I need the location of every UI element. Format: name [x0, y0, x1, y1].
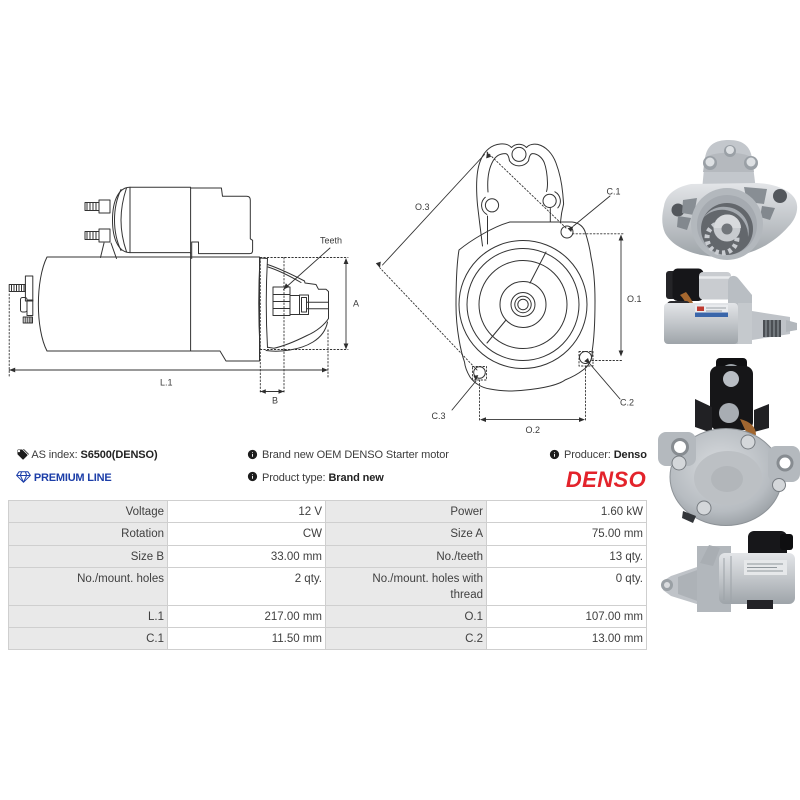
svg-text:C.2: C.2 [620, 398, 634, 408]
svg-text:O.1: O.1 [627, 294, 642, 304]
svg-text:O.2: O.2 [526, 425, 541, 435]
svg-text:L.1: L.1 [160, 378, 173, 388]
svg-text:Teeth: Teeth [320, 236, 342, 246]
svg-text:B: B [272, 396, 278, 406]
svg-text:C.3: C.3 [432, 411, 446, 421]
svg-text:A: A [353, 299, 359, 309]
svg-text:C.1: C.1 [607, 187, 621, 197]
svg-text:O.3: O.3 [415, 202, 430, 212]
